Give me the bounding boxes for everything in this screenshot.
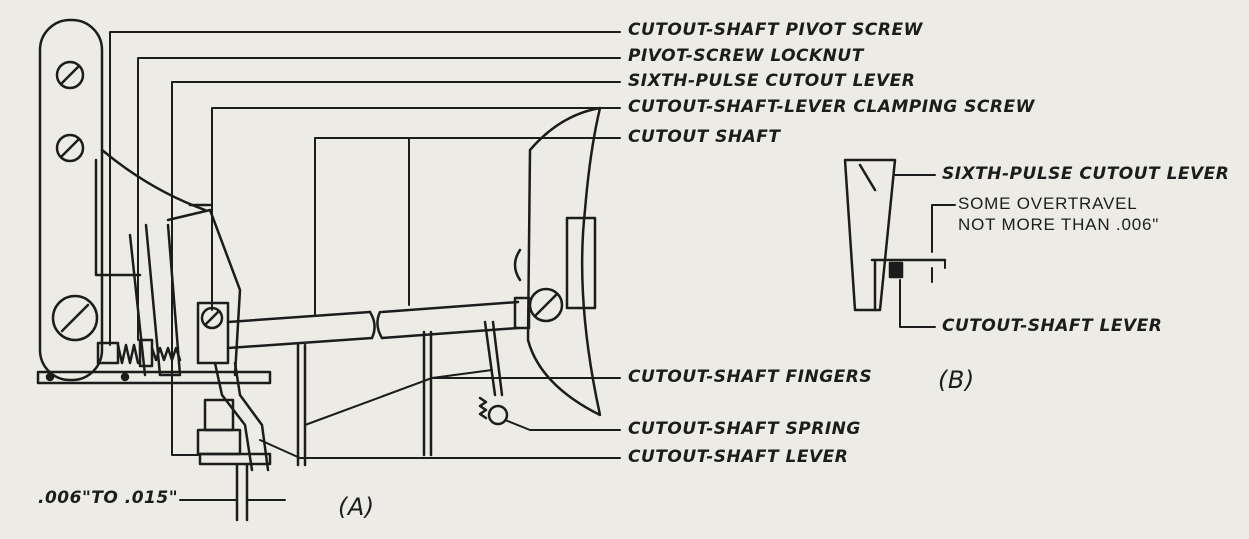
view-label-a: (A) [338,493,375,521]
label-sixth-pulse-cutout-lever: SIXTH-PULSE CUTOUT LEVER [628,71,916,91]
pivot-assembly [96,338,182,368]
label-cutout-shaft-fingers: CUTOUT-SHAFT FINGERS [628,367,873,387]
cutout-shaft-fingers [296,320,504,467]
label-b-sixth-pulse-lever: SIXTH-PULSE CUTOUT LEVER [942,164,1230,184]
cutout-shaft [226,287,564,350]
right-frame [513,106,602,417]
housing-plates [128,203,242,377]
label-pivot-screw-locknut: PIVOT-SCREW LOCKNUT [628,46,864,66]
label-b-overtravel-2: NOT MORE THAN .006" [958,215,1160,234]
label-clamping-screw: CUTOUT-SHAFT-LEVER CLAMPING SCREW [628,97,1035,117]
view-b-detail [843,158,956,328]
label-cutout-shaft-lever: CUTOUT-SHAFT LEVER [628,447,849,467]
lever-assembly [196,301,272,522]
label-clearance: .006"TO .015" [38,488,179,508]
base-plate [36,370,272,385]
leader-lines [109,31,621,501]
label-cutout-shaft-spring: CUTOUT-SHAFT SPRING [628,419,861,439]
label-b-overtravel-1: SOME OVERTRAVEL [958,194,1138,213]
view-label-b: (B) [938,366,975,394]
mounting-bracket [38,18,207,382]
label-b-cutout-shaft-lever: CUTOUT-SHAFT LEVER [942,316,1163,336]
cutout-shaft-spring [478,396,509,426]
label-pivot-screw: CUTOUT-SHAFT PIVOT SCREW [628,20,923,40]
label-cutout-shaft: CUTOUT SHAFT [628,127,781,147]
